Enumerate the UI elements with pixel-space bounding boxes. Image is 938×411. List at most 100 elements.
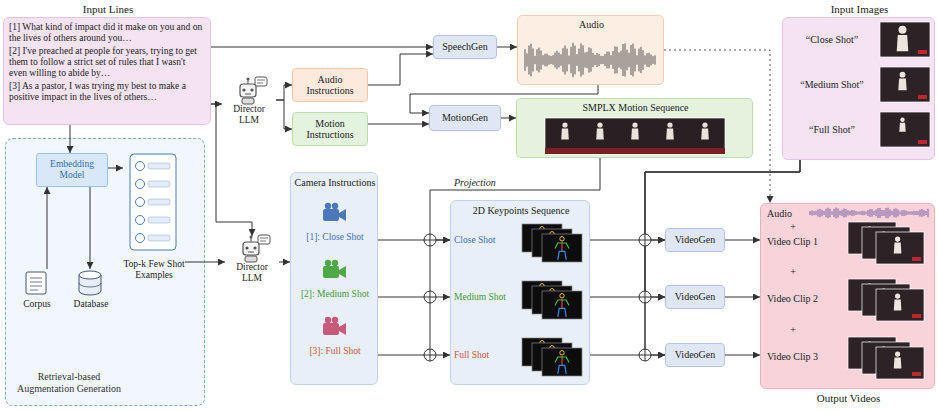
box-label: Motion Instructions bbox=[297, 118, 363, 141]
text-slot: [1]: Close Shot bbox=[293, 232, 377, 243]
list-row bbox=[148, 163, 170, 169]
keypoint-arms bbox=[555, 300, 569, 306]
robot-head bbox=[240, 84, 256, 97]
robot-eye bbox=[250, 88, 253, 91]
sum-cross bbox=[639, 349, 651, 361]
keypoint-legs bbox=[558, 308, 566, 316]
panel-title: Camera Instructions bbox=[291, 177, 379, 189]
plus-sign: + bbox=[783, 324, 803, 336]
text-slot: 2D Keypoints Sequence bbox=[451, 205, 591, 217]
camera-reel bbox=[325, 260, 331, 266]
text-flow: SpeechGen bbox=[434, 36, 496, 58]
database-ring bbox=[79, 283, 101, 287]
text-slot: Retrieval-based Augmentation Generation bbox=[10, 371, 128, 394]
robot-body bbox=[242, 98, 254, 104]
sum-cross bbox=[639, 234, 651, 246]
keypoint-head bbox=[560, 351, 564, 355]
person-head bbox=[562, 122, 567, 127]
text-slot: + bbox=[783, 324, 803, 336]
text-flow: VideoGen bbox=[666, 229, 724, 251]
speech-bubble bbox=[255, 77, 267, 86]
person-head bbox=[702, 122, 707, 127]
script-line: [1] What kind of impact did it make on y… bbox=[9, 22, 205, 44]
connector bbox=[70, 125, 71, 153]
photo-frame bbox=[876, 289, 924, 321]
text-flow: Embedding Model bbox=[37, 154, 107, 186]
edge-label: Projection bbox=[452, 177, 498, 189]
person-head bbox=[895, 351, 900, 356]
connector bbox=[276, 85, 292, 100]
connector bbox=[725, 355, 760, 356]
shot-label: Medium Shot bbox=[454, 292, 520, 303]
sum-cross bbox=[424, 291, 436, 303]
motion-render-strip bbox=[545, 118, 725, 154]
robot-head bbox=[243, 242, 259, 255]
shot-label: Full Shot bbox=[454, 350, 520, 361]
stage-logo-mark bbox=[918, 95, 927, 99]
camera-reel bbox=[325, 317, 331, 323]
person-body bbox=[631, 129, 639, 140]
keypoint-arms bbox=[555, 243, 569, 249]
connector bbox=[590, 297, 665, 298]
photo-frame bbox=[876, 347, 924, 379]
person-head bbox=[667, 122, 672, 127]
connector bbox=[725, 297, 760, 298]
stage-logo-mark bbox=[918, 50, 927, 54]
input-lines-box: Input Lines[1] What kind of impact did i… bbox=[3, 17, 211, 125]
shot-label: “Medium Shot” bbox=[787, 79, 877, 91]
output-item: Audio bbox=[767, 208, 807, 220]
camera-shot-label: [2]: Medium Shot bbox=[293, 289, 377, 300]
keypoint-frame bbox=[542, 348, 582, 376]
script-line: [2] I've preached at people for years, t… bbox=[9, 46, 205, 79]
text-slot: Medium Shot bbox=[454, 292, 520, 303]
embedding-model-box: Embedding Model bbox=[36, 153, 108, 187]
corpus-lines bbox=[30, 278, 42, 290]
sum-symbol bbox=[639, 234, 651, 246]
text-slot: SMPLX Motion Sequence bbox=[517, 102, 754, 114]
person-body bbox=[894, 243, 902, 254]
videogen-model-box: VideoGen bbox=[665, 343, 725, 367]
text-slot: “Close Shot” bbox=[787, 34, 877, 46]
corpus-scroll bbox=[26, 272, 46, 294]
text-slot: Full Shot bbox=[454, 350, 520, 361]
person-body bbox=[701, 129, 709, 140]
photo-frame bbox=[880, 112, 930, 147]
connector bbox=[185, 262, 225, 263]
keypoint-legs bbox=[558, 365, 566, 373]
connector bbox=[501, 118, 516, 119]
icon-label: Database bbox=[65, 299, 117, 310]
list-row bbox=[148, 235, 170, 241]
output-item: Video Clip 2 bbox=[767, 293, 839, 305]
text-slot: “Full Shot” bbox=[787, 124, 877, 136]
connector bbox=[378, 240, 450, 241]
person-body bbox=[894, 358, 902, 369]
model-label: MotionGen bbox=[442, 112, 488, 124]
connector bbox=[590, 355, 665, 356]
list-bullet bbox=[136, 198, 145, 207]
speechgen-model-box: SpeechGen bbox=[433, 35, 497, 59]
panel-title: 2D Keypoints Sequence bbox=[451, 205, 591, 217]
camera-shot-label: [3]: Full Shot bbox=[293, 346, 377, 357]
sum-symbol bbox=[424, 349, 436, 361]
connector bbox=[378, 355, 450, 356]
shot-label: Close Shot bbox=[454, 235, 520, 246]
keypoint-legs bbox=[558, 251, 566, 259]
text-slot: Input Lines bbox=[58, 3, 158, 16]
speech-bubble-lines bbox=[257, 80, 265, 83]
connector bbox=[368, 124, 429, 125]
connector bbox=[211, 47, 433, 48]
database-top bbox=[79, 271, 101, 279]
shot-label: “Close Shot” bbox=[787, 34, 877, 46]
speech-bubble bbox=[258, 235, 270, 244]
person-head bbox=[895, 236, 900, 241]
text-flow: VideoGen bbox=[666, 344, 724, 366]
person-head bbox=[632, 122, 637, 127]
camera-lens bbox=[339, 266, 346, 278]
text-flow: Motion Instructions bbox=[293, 113, 367, 145]
list-row bbox=[148, 217, 170, 223]
icon-label: Top-k Few Shot Examples bbox=[123, 259, 185, 281]
robot-eye bbox=[245, 246, 248, 249]
camera-body bbox=[323, 209, 339, 221]
keypoint-frame bbox=[542, 291, 582, 319]
output-item: Video Clip 1 bbox=[767, 236, 839, 248]
